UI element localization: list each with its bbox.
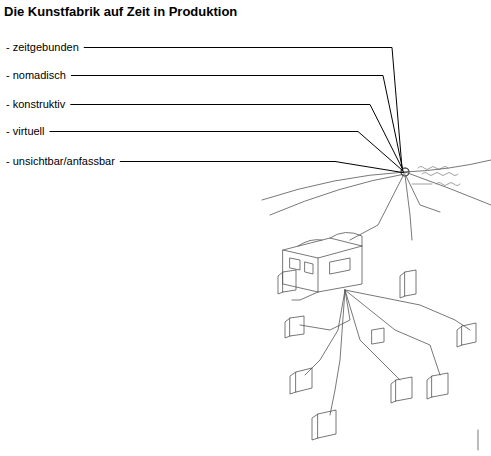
feature-label: - virtuell: [6, 125, 45, 138]
leader-line: [71, 76, 403, 170]
feature-label: - nomadisch: [6, 69, 66, 82]
feature-label: - konstruktiv: [6, 98, 65, 111]
diagram-title: Die Kunstfabrik auf Zeit in Produktion: [4, 4, 237, 19]
leader-line: [84, 48, 402, 169]
feature-label: - unsichtbar/anfassbar: [6, 155, 115, 168]
leader-line: [70, 105, 403, 171]
feature-label: - zeitgebunden: [6, 41, 79, 54]
leader-line: [120, 162, 405, 173]
